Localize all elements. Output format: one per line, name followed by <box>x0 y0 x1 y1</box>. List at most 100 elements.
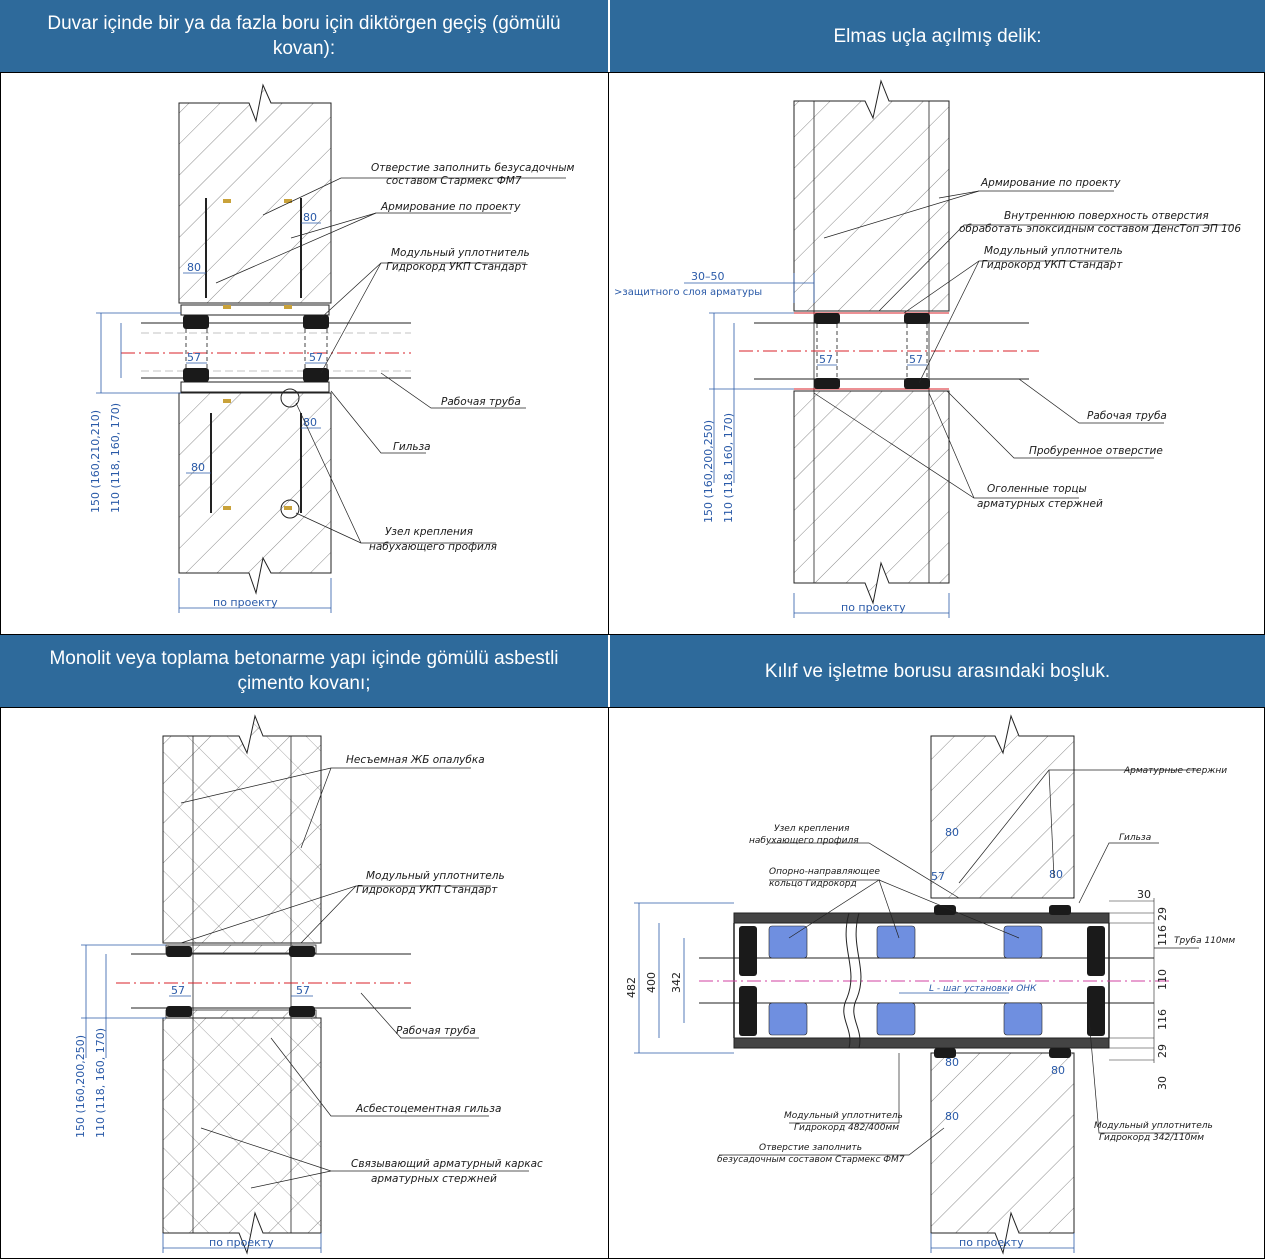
wall-lower <box>930 1052 1075 1255</box>
wall-upper <box>162 714 322 944</box>
dim-57: 57 <box>819 353 833 366</box>
dim-342: 342 <box>670 972 683 993</box>
dim-80: 80 <box>945 826 959 839</box>
panel-1-title: Duvar içinde bir ya da fazla boru için d… <box>0 0 608 72</box>
sleeve-bottom <box>180 381 330 393</box>
panel-2-drawing: 30–50 >защитного слоя арматуры 57 57 150… <box>608 72 1265 635</box>
label-seal-big-2: Гидрокорд 482/400мм <box>794 1123 899 1133</box>
wall-lower <box>178 392 332 595</box>
dim-outer: 150 (160,200,250) <box>74 1035 87 1138</box>
dim-57: 57 <box>296 984 310 997</box>
dim-116: 116 <box>1156 925 1169 946</box>
dim-inner: 110 (118, 160, 170) <box>722 413 735 523</box>
label-sleeve: Гильза <box>393 441 431 453</box>
label-pipe: Рабочая труба <box>441 396 521 408</box>
panel-2-title: Elmas uçla açılmış delik: <box>610 0 1265 72</box>
wall-lower <box>793 390 950 605</box>
dim-29: 29 <box>1156 907 1169 921</box>
dim-80: 80 <box>303 211 317 224</box>
label-fill-hole-2: безусадочным составом Стармекс ФМ7 <box>717 1155 905 1165</box>
label-drilled: Пробуренное отверстие <box>1029 445 1163 457</box>
label-sleeve: Гильза <box>1119 833 1151 843</box>
label-seal-2: Гидрокорд УКП Стандарт <box>386 261 528 273</box>
seal-block <box>289 946 315 957</box>
label-fill-hole: Отверстие заполнить <box>759 1143 862 1153</box>
label-asbestos: Асбестоцементная гильза <box>355 1103 501 1115</box>
dim-30-50: 30–50 <box>691 270 725 283</box>
dim-80: 80 <box>187 261 201 274</box>
label-pipe: Рабочая труба <box>1087 410 1167 422</box>
label-seal: Модульный уплотнитель <box>984 245 1123 257</box>
seal-block <box>814 378 840 389</box>
dim-30: 30 <box>1156 1076 1169 1090</box>
dim-30: 30 <box>1137 888 1151 901</box>
dim-482: 482 <box>625 977 638 998</box>
dim-110: 110 <box>1156 969 1169 990</box>
dim-80: 80 <box>1049 868 1063 881</box>
guide-ring-block <box>1003 1002 1043 1036</box>
label-seal-small: Модульный уплотнитель <box>1094 1121 1213 1131</box>
panel-3-title: Monolit veya toplama betonarme yapı için… <box>0 635 608 707</box>
seal-block <box>183 368 209 382</box>
label-pipe-110: Труба 110мм <box>1174 936 1235 946</box>
label-ring: Опорно-направляющее <box>769 867 880 877</box>
dim-inner: 110 (118, 160, 170) <box>94 1028 107 1138</box>
sleeve-top <box>733 912 1110 924</box>
label-inner-surface: Внутреннюю поверхность отверстия <box>1004 210 1209 222</box>
label-seal: Модульный уплотнитель <box>366 870 505 882</box>
dim-80: 80 <box>1051 1064 1065 1077</box>
panel-3-drawing: 57 57 150 (160,200,250) 110 (118, 160, 1… <box>0 707 610 1259</box>
dim-outer: 150 (160,200,250) <box>702 420 715 523</box>
dim-inner: 110 (118, 160, 170) <box>109 403 122 513</box>
cover-label: >защитного слоя арматуры <box>614 287 762 298</box>
wall-upper <box>793 79 950 312</box>
label-node-2: набухающего профиля <box>369 541 497 553</box>
dim-57: 57 <box>909 353 923 366</box>
panel-4-drawing: 482 400 342 30 29 116 110 116 29 30 80 8… <box>608 707 1265 1259</box>
seal-block <box>739 926 757 976</box>
seal-block <box>1087 926 1105 976</box>
sleeve-bottom <box>733 1037 1110 1049</box>
dim-57: 57 <box>309 351 323 364</box>
seal-block <box>303 368 329 382</box>
seal-block <box>289 1006 315 1017</box>
dim-80: 80 <box>945 1110 959 1123</box>
label-ring-2: кольцо Гидрокорд <box>769 879 857 889</box>
guide-ring-block <box>1003 925 1043 959</box>
seal-block <box>303 315 329 329</box>
label-pipe: Рабочая труба <box>396 1025 476 1037</box>
seal-block <box>904 378 930 389</box>
dim-57: 57 <box>187 351 201 364</box>
label-node: Узел крепления <box>385 526 473 538</box>
seal-block <box>1087 986 1105 1036</box>
wall-upper <box>178 83 332 304</box>
seal-block <box>814 313 840 324</box>
label-reinforcement: Армирование по проекту <box>380 201 521 213</box>
label-reinforcement: Армирование по проекту <box>980 177 1121 189</box>
panel-4-title: Kılıf ve işletme borusu arasındaki boşlu… <box>610 635 1265 707</box>
by-project-label: по проекту <box>213 596 278 609</box>
label-seal-2: Гидрокорд УКП Стандарт <box>981 259 1123 271</box>
dim-57: 57 <box>171 984 185 997</box>
seal-block <box>739 986 757 1036</box>
seal-block <box>904 313 930 324</box>
label-cage: Связывающий арматурный каркас <box>351 1158 543 1170</box>
label-node: Узел крепления <box>774 824 850 834</box>
dim-80: 80 <box>191 461 205 474</box>
label-seal-2: Гидрокорд УКП Стандарт <box>356 884 498 896</box>
by-project-label: по проекту <box>209 1236 274 1249</box>
dim-116: 116 <box>1156 1009 1169 1030</box>
label-seal-big: Модульный уплотнитель <box>784 1111 903 1121</box>
seal-block <box>183 315 209 329</box>
label-fill-hole: Отверстие заполнить безусадочным <box>371 162 575 174</box>
dim-80: 80 <box>945 1056 959 1069</box>
wall-upper <box>930 714 1075 899</box>
dim-29: 29 <box>1156 1044 1169 1058</box>
dim-400: 400 <box>645 972 658 993</box>
step-label: L - шаг установки ОНК <box>929 984 1037 994</box>
dim-outer: 150 (160,210,210) <box>89 410 102 513</box>
label-formwork: Несъемная ЖБ опалубка <box>346 754 485 766</box>
guide-ring-block <box>768 925 808 959</box>
label-cage-2: арматурных стержней <box>371 1173 497 1185</box>
